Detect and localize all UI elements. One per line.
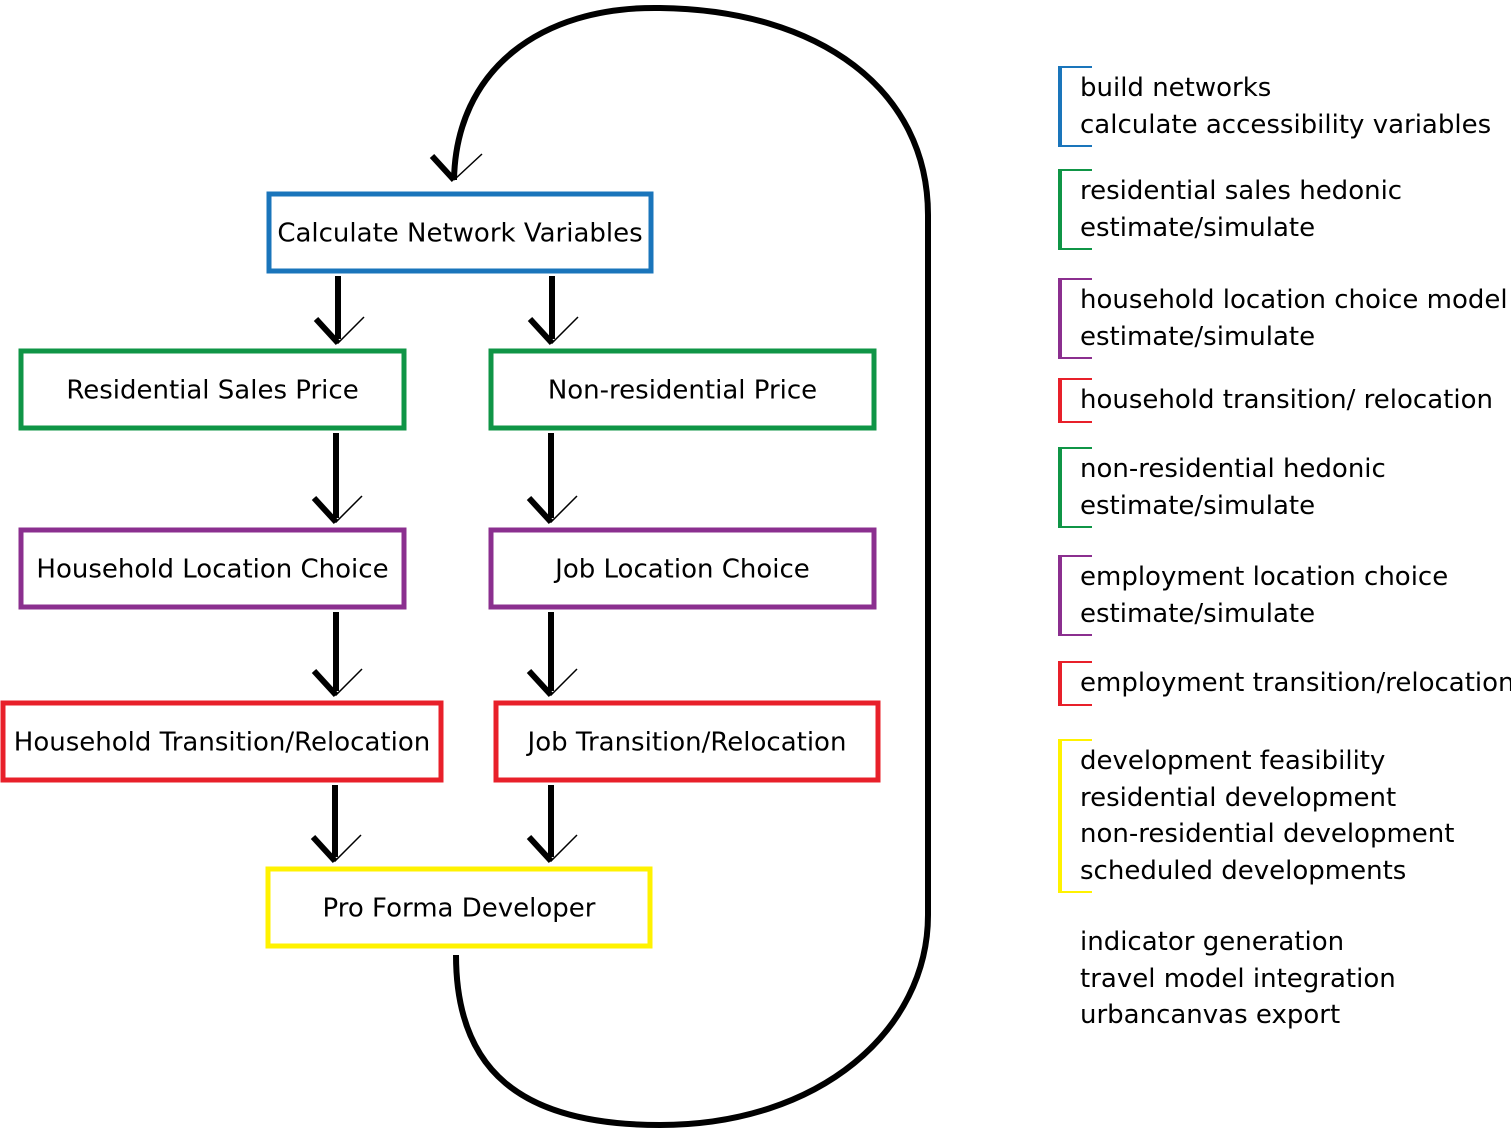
node-label: Residential Sales Price: [66, 376, 358, 406]
legend-bracket: [1058, 447, 1092, 528]
node-proforma: Pro Forma Developer: [265, 866, 653, 949]
legend-text: estimate/simulate: [1080, 490, 1316, 521]
flow-arrow-1: [527, 276, 579, 346]
legend-bracket: [1058, 278, 1092, 359]
legend-text: employment location choice: [1080, 562, 1449, 592]
node-box: [488, 527, 877, 610]
flow-arrow-5: [526, 612, 578, 698]
legend-bracket: [1058, 66, 1092, 147]
node-label: Non-residential Price: [548, 376, 817, 406]
flow-arrow-2: [311, 433, 363, 525]
legend-text: calculate accessibility variables: [1080, 109, 1492, 140]
node-label: Job Location Choice: [553, 555, 810, 585]
loop-arrowhead: [429, 153, 483, 183]
legend-text: non-residential hedonic: [1080, 454, 1386, 484]
flow-arrow-3: [526, 433, 578, 525]
legend-text: build networks: [1080, 73, 1272, 103]
legend-bracket: [1058, 555, 1092, 636]
legend-bracket: [1058, 169, 1092, 250]
legend-text: indicator generation: [1080, 927, 1345, 957]
node-label: Calculate Network Variables: [277, 219, 642, 249]
legend-text: development feasibility: [1080, 746, 1386, 776]
node-label: Household Transition/Relocation: [14, 728, 430, 758]
legend-bracket: [1058, 378, 1092, 423]
node-hh-loc: Household Location Choice: [18, 527, 407, 610]
legend-text: estimate/simulate: [1080, 212, 1316, 243]
flow-arrow-0: [313, 276, 365, 346]
node-job-trans: Job Transition/Relocation: [493, 700, 881, 783]
node-box: [266, 191, 654, 274]
flow-arrow-7: [526, 785, 578, 864]
legend-text: travel model integration: [1080, 963, 1396, 994]
legend-text: employment transition/relocation: [1080, 668, 1511, 698]
node-label: Job Transition/Relocation: [526, 728, 847, 758]
node-nonres-price: Non-residential Price: [488, 348, 877, 431]
legend-text: scheduled developments: [1080, 855, 1407, 886]
loop-connector: [451, 4, 931, 1129]
legend-bracket: [1058, 739, 1092, 893]
node-box: [265, 866, 653, 949]
node-calc-network: Calculate Network Variables: [266, 191, 654, 274]
node-hh-trans: Household Transition/Relocation: [0, 700, 444, 783]
legend-bracket: [1058, 661, 1092, 706]
node-job-loc: Job Location Choice: [488, 527, 877, 610]
node-box: [493, 700, 881, 783]
node-res-sales: Residential Sales Price: [18, 348, 407, 431]
legend-text: residential sales hedonic: [1080, 176, 1403, 206]
flow-arrow-6: [310, 785, 362, 864]
flow-arrow-4: [311, 612, 363, 698]
node-box: [0, 700, 444, 783]
legend-text: urbancanvas export: [1080, 1000, 1341, 1030]
legend-text: household transition/ relocation: [1080, 385, 1493, 415]
legend-text: estimate/simulate: [1080, 598, 1316, 629]
legend-text: estimate/simulate: [1080, 321, 1316, 352]
legend-text: non-residential development: [1080, 819, 1455, 849]
node-box: [18, 527, 407, 610]
legend-text: residential development: [1080, 782, 1397, 813]
node-box: [488, 348, 877, 431]
node-label: Household Location Choice: [36, 555, 388, 585]
legend-text: household location choice model: [1080, 285, 1508, 315]
node-label: Pro Forma Developer: [323, 894, 596, 924]
node-box: [18, 348, 407, 431]
